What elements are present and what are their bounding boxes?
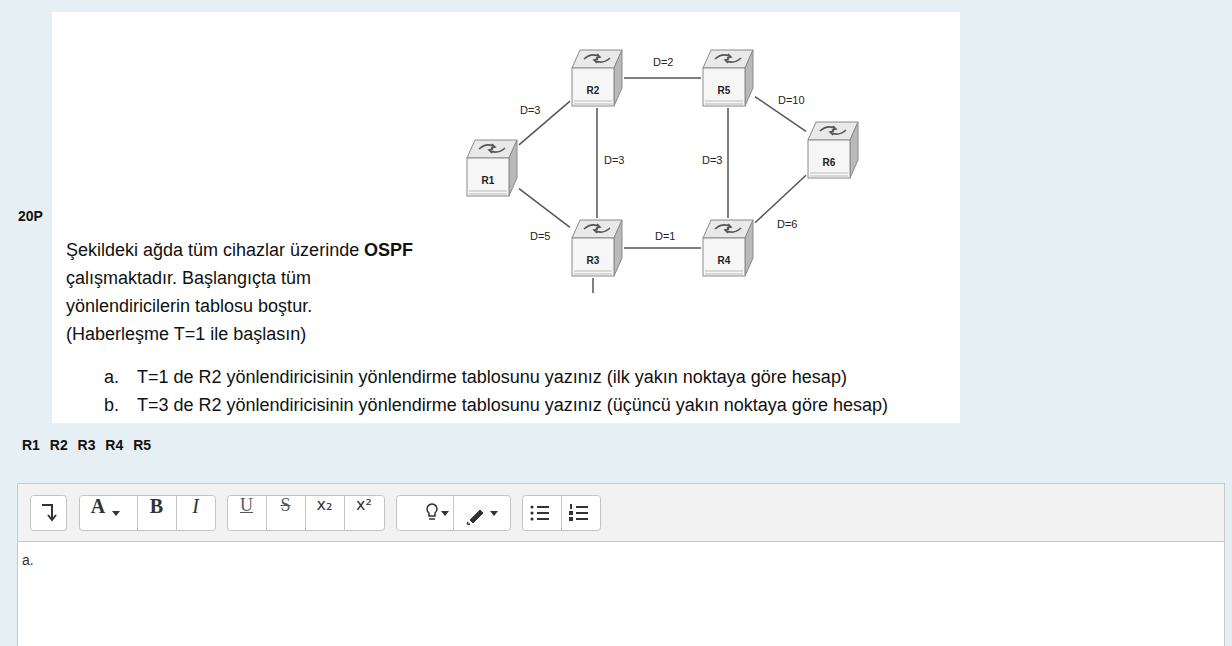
toolbar-button-text: x₂ [305,495,344,531]
toolbar-button-text: S [266,495,305,531]
link-line [596,108,598,218]
toolbar-button-text: I [176,495,215,531]
router-icon [584,54,610,63]
router-shape [701,218,755,278]
toolbar-button-text: U [227,495,266,531]
link-cost: D=3 [700,154,725,166]
toolbar-icons-dots [112,504,573,521]
list-marker: b. [104,393,119,417]
router-name: R1 [467,175,509,186]
editor-text: a. [22,552,34,568]
toolbar-buttons [31,496,601,531]
router-shape [570,48,624,108]
router-shape [701,48,755,108]
router-list: R1 R2 R3 R4 R5 [22,437,151,453]
link-line [755,175,806,223]
router: R3 [570,218,624,278]
task-text: T=1 de R2 yönlendiricisinin yönlendirme … [137,365,847,389]
link-cost: D=2 [651,56,676,68]
question-text: Şekildeki ağda tüm cihazlar üzerinde [66,236,359,264]
router-name: R3 [572,255,614,266]
link-cost: D=5 [528,230,553,242]
link-cost: D=3 [518,104,543,116]
link-line [727,108,729,218]
toolbar-button-text: x² [344,495,384,531]
link-line [519,101,570,145]
question-text: (Haberleşme T=1 ile başlasın) [66,320,306,348]
link-cost: D=6 [775,218,800,230]
router-icon [820,126,846,135]
router-icon [479,144,505,153]
link-line [624,77,701,79]
task-text: T=3 de R2 yönlendiricisinin yönlendirme … [137,393,888,417]
link-line [519,189,570,228]
router: R6 [806,120,860,180]
router: R2 [570,48,624,108]
router-name: R4 [703,255,745,266]
list-marker: a. [104,365,119,389]
router-shape [570,218,624,278]
router-icon [715,224,741,233]
question-keyword: OSPF [364,236,413,264]
editor-toolbar [18,484,1225,542]
router: R1 [465,138,519,198]
link-line [624,247,701,249]
router-name: R6 [808,157,850,168]
toolbar-button-text: A [79,495,117,531]
question-text: çalışmaktadır. Başlangıçta tüm yönlendir… [66,264,396,320]
link-cost: D=10 [776,94,807,106]
router: R5 [701,48,755,108]
router-shape [806,120,860,180]
link-stub [592,278,594,293]
question-panel [52,12,960,423]
router-icon [584,224,610,233]
link-cost: D=3 [602,154,627,166]
toolbar-button-text: B [137,495,176,531]
toolbar-icons [42,504,588,524]
link-cost: D=1 [653,230,678,242]
router-name: R2 [572,85,614,96]
router-name: R5 [703,85,745,96]
points-label: 20P [18,208,43,224]
router-icon [715,54,741,63]
editor-content [18,542,1225,646]
router-shape [465,138,519,198]
router: R4 [701,218,755,278]
